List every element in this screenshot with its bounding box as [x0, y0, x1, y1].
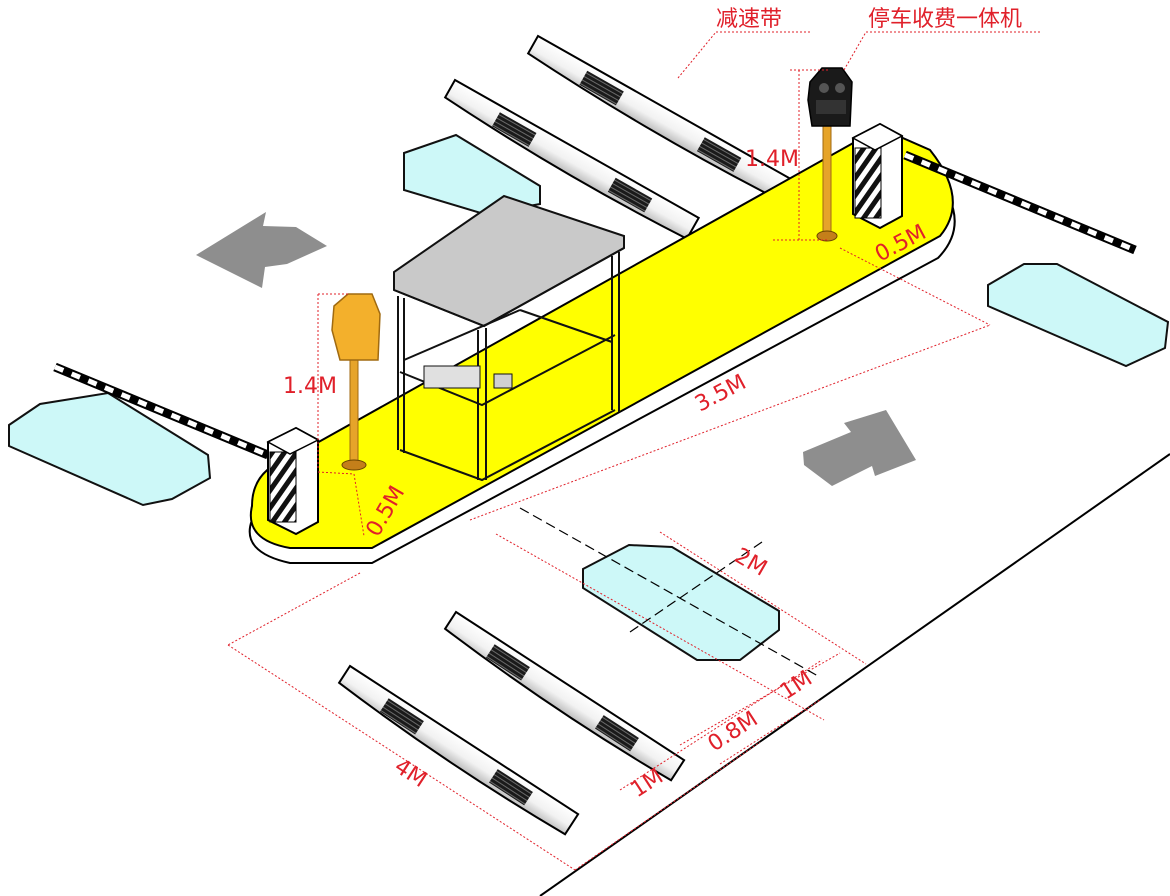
height-dimension-right: 1.4M	[745, 147, 799, 172]
lane-boundary-line	[539, 453, 1170, 896]
loop-pad-right	[987, 263, 1170, 368]
toll-booth	[393, 194, 625, 482]
lane-boundary-line-left	[200, 560, 300, 640]
speed-bump-bottom-1	[443, 610, 686, 782]
dimension-lines	[227, 31, 1040, 871]
arrow-out-icon	[196, 212, 327, 288]
speed-bump-label: 减速带	[716, 7, 782, 32]
loop-pad-top-left	[403, 133, 541, 216]
barrier-arm-left	[53, 362, 270, 460]
lane-width-dimension: 4M	[390, 754, 431, 793]
speed-bump-bottom-2	[337, 664, 580, 836]
barrier-gate-left	[266, 426, 320, 536]
barrier-gate-right	[851, 122, 904, 230]
loop-pad-center	[582, 543, 780, 661]
loop-width-dimension: 2M	[730, 544, 771, 582]
loop-pad-left	[8, 391, 212, 507]
ticket-dispenser-icon	[331, 293, 381, 471]
height-dimension-left: 1.4M	[283, 374, 337, 399]
barrier-arm-right	[903, 150, 1137, 255]
terminal-label: 停车收费一体机	[868, 7, 1022, 32]
speed-bump-top-2	[443, 78, 701, 241]
arrow-in-icon	[803, 410, 916, 486]
parking-payment-terminal-icon	[807, 67, 853, 242]
speed-bump-top-1	[526, 34, 792, 202]
